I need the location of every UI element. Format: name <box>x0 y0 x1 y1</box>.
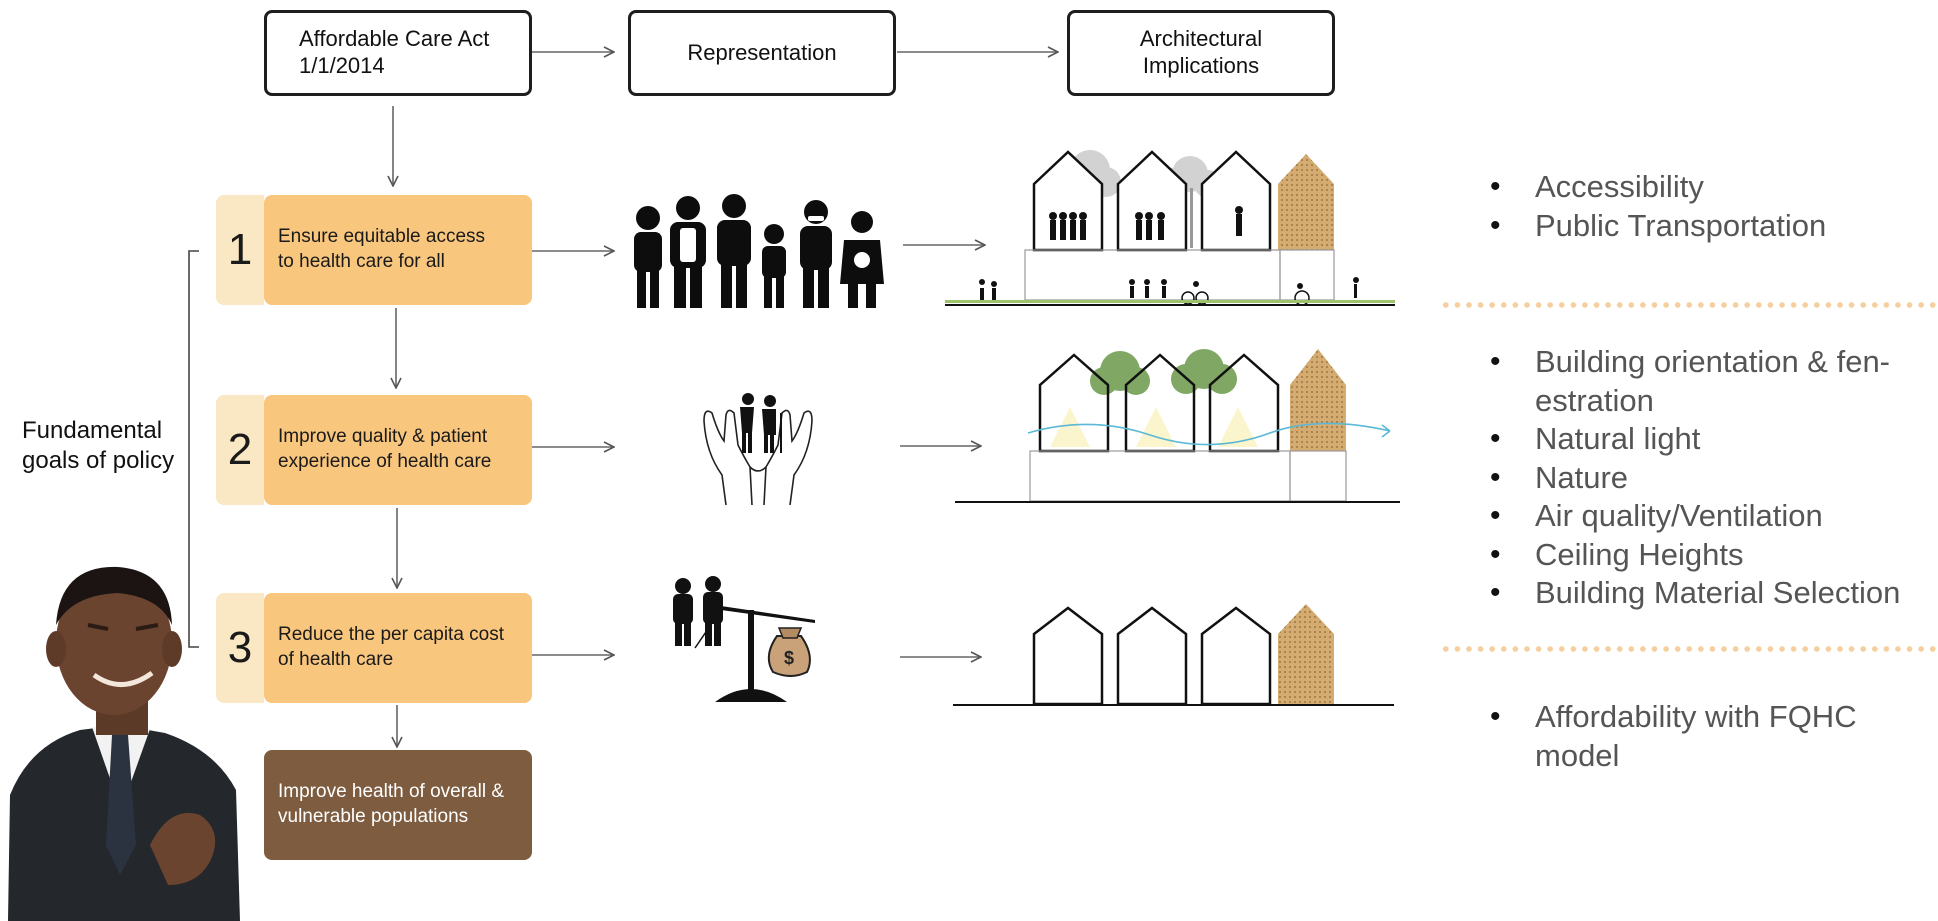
section-1-drawing <box>945 150 1395 306</box>
architectural-title-line1: Architectural <box>1139 26 1263 52</box>
representation-box: Representation <box>628 10 896 96</box>
person-photo <box>8 566 240 921</box>
list-item: Building orientation & fen-estration <box>1490 343 1930 420</box>
final-goal-box: Improve health of overall &vulnerable po… <box>264 750 532 860</box>
goal-2-number: 2 <box>216 395 264 505</box>
hands-holding-elderly-icon <box>703 393 813 506</box>
list-item: Public Transportation <box>1490 207 1930 246</box>
implications-list-3: Affordability with FQHC model <box>1490 698 1930 775</box>
dotted-divider-1 <box>1440 302 1936 308</box>
list-item: Affordability with FQHC model <box>1490 698 1930 775</box>
list-item: Nature <box>1490 459 1930 498</box>
aca-title: Affordable Care Act <box>299 26 490 52</box>
architectural-title-line2: Implications <box>1142 53 1260 78</box>
aca-date: 1/1/2014 <box>299 53 385 78</box>
goal-3-number: 3 <box>216 593 264 703</box>
implications-list-2: Building orientation & fen-estration Nat… <box>1490 343 1930 613</box>
implications-list-1: Accessibility Public Transportation <box>1490 168 1930 245</box>
list-item: Building Material Selection <box>1490 574 1930 613</box>
section-2-drawing <box>955 349 1400 503</box>
representation-title: Representation <box>687 39 837 65</box>
list-item: Air quality/Ventilation <box>1490 497 1930 536</box>
goals-bracket <box>188 250 199 648</box>
people-group-icon <box>634 194 884 308</box>
fundamental-goals-label: Fundamental goals of policy <box>22 417 175 474</box>
list-item: Natural light <box>1490 420 1930 459</box>
dotted-divider-2 <box>1440 646 1936 652</box>
goal-1-number: 1 <box>216 195 264 305</box>
list-item: Accessibility <box>1490 168 1930 207</box>
balance-scale-money-icon: $ <box>673 576 815 702</box>
svg-text:$: $ <box>784 648 794 668</box>
section-3-drawing <box>953 604 1394 706</box>
list-item: Ceiling Heights <box>1490 536 1930 575</box>
